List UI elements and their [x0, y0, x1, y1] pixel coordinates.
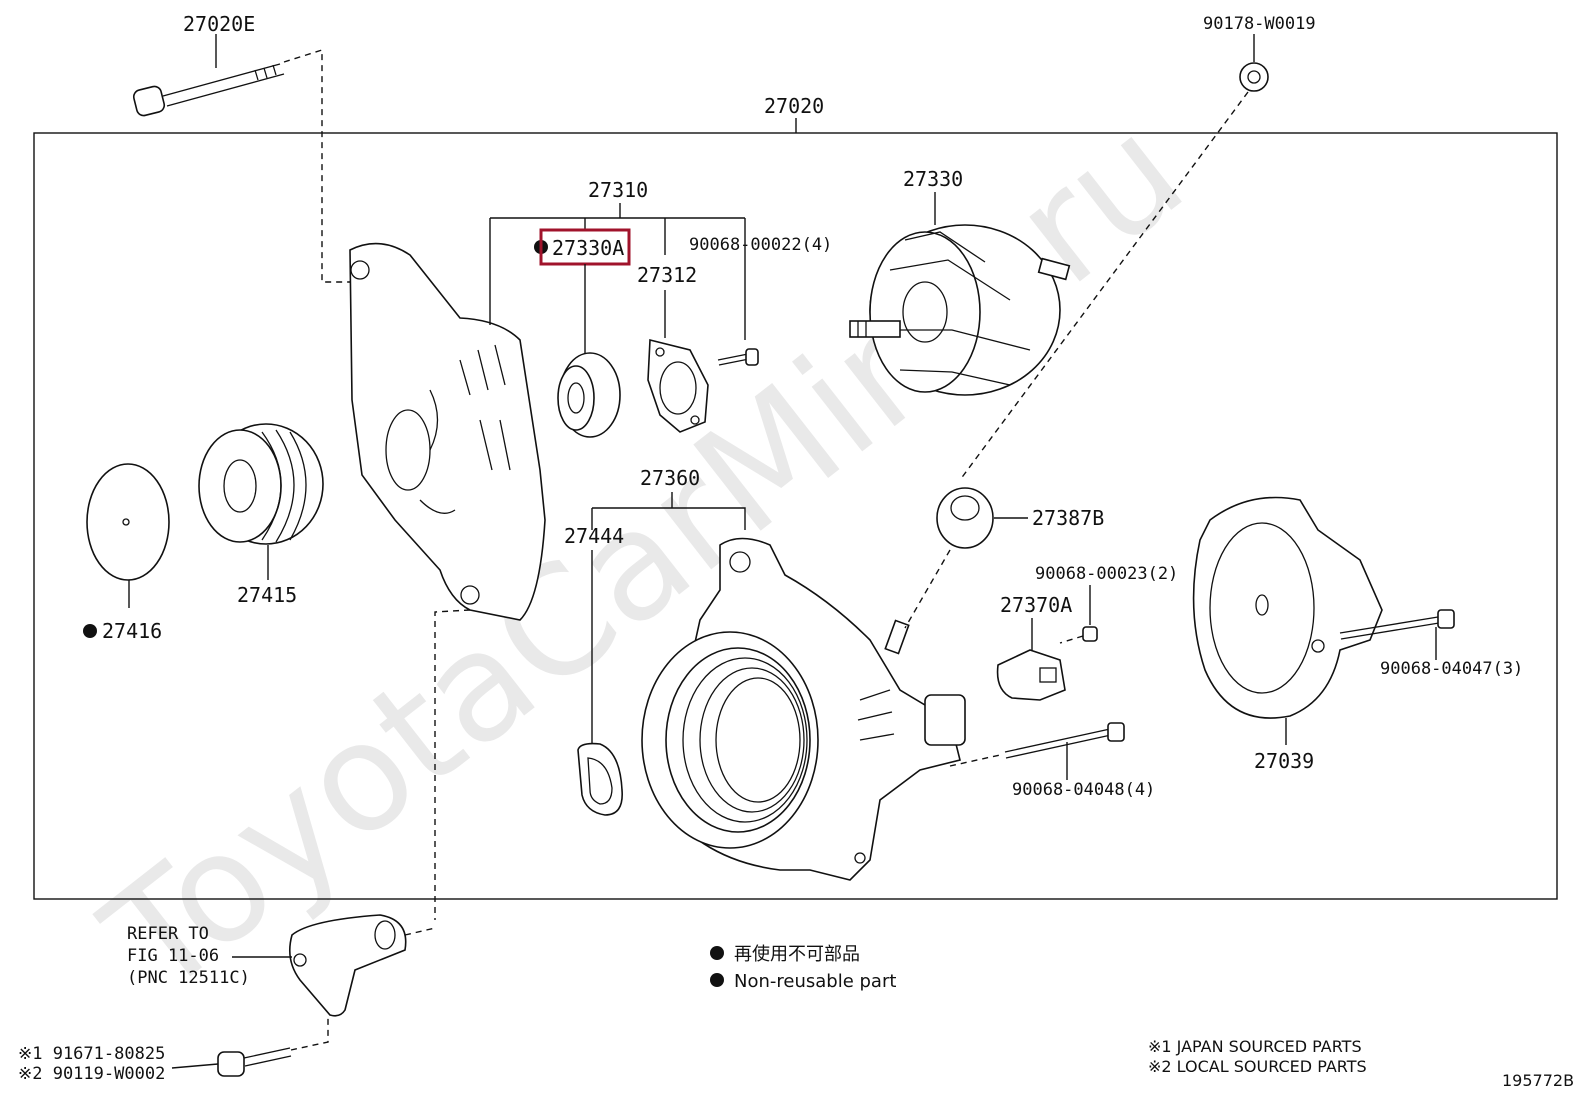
label-27020E[interactable]: 27020E	[183, 12, 255, 36]
bracket-ref	[289, 914, 407, 1017]
watermark: ToyotaCarMine.ru	[74, 84, 1215, 1028]
bolt-label-2[interactable]: ※2 90119-W0002	[18, 1064, 165, 1084]
label-90068-04048[interactable]: 90068-04048(4)	[1012, 780, 1155, 800]
screw-90068-04047	[1339, 609, 1455, 640]
nut-90178	[1239, 62, 1269, 92]
screw-90068-00023	[1059, 626, 1098, 644]
label-27310[interactable]: 27310	[588, 178, 648, 202]
label-27387B[interactable]: 27387B	[1032, 506, 1104, 530]
legend-dot-en	[710, 973, 724, 987]
screw-90068-00022	[717, 348, 759, 366]
rear-frame-27360	[641, 537, 966, 881]
legend-en: Non-reusable part	[734, 971, 896, 992]
figure-id: 195772B	[1502, 1071, 1574, 1090]
pulley-27415	[198, 423, 324, 545]
label-27039[interactable]: 27039	[1254, 749, 1314, 773]
label-27020[interactable]: 27020	[764, 94, 824, 118]
refer-line3[interactable]: (PNC 12511C)	[127, 968, 250, 988]
label-27416[interactable]: 27416	[102, 619, 162, 643]
rear-cover-27039	[1192, 496, 1383, 719]
label-27415[interactable]: 27415	[237, 583, 297, 607]
bolt-label-1[interactable]: ※1 91671-80825	[18, 1044, 165, 1064]
insulator-27387B	[936, 487, 994, 549]
bolt-90068-04048	[1004, 722, 1125, 759]
cap-27416	[86, 463, 170, 581]
refer-line1[interactable]: REFER TO	[127, 924, 209, 944]
bearing-27330A	[557, 352, 621, 438]
label-90068-00022[interactable]: 90068-00022(4)	[689, 235, 832, 255]
label-27444[interactable]: 27444	[564, 524, 624, 548]
sourcing-note-1: ※1 JAPAN SOURCED PARTS	[1148, 1037, 1362, 1056]
label-27330A[interactable]: 27330A	[552, 236, 624, 260]
label-27330[interactable]: 27330	[903, 167, 963, 191]
label-90068-04047[interactable]: 90068-04047(3)	[1380, 659, 1523, 679]
label-27360[interactable]: 27360	[640, 466, 700, 490]
legend-jp: 再使用不可部品	[734, 944, 860, 965]
plate-27312	[647, 338, 709, 433]
drive-end-frame	[349, 242, 546, 621]
label-27312[interactable]: 27312	[637, 263, 697, 287]
label-90068-00023[interactable]: 90068-00023(2)	[1035, 564, 1178, 584]
refer-line2[interactable]: FIG 11-06	[127, 946, 219, 966]
rotor-27330	[849, 224, 1071, 396]
nonreusable-dot-27416	[83, 624, 97, 638]
sourcing-note-2: ※2 LOCAL SOURCED PARTS	[1148, 1057, 1367, 1076]
bolt-91671-90119	[217, 1047, 292, 1077]
label-27370A[interactable]: 27370A	[1000, 593, 1072, 617]
brush-holder-27370A	[996, 649, 1066, 701]
legend-dot-jp	[710, 946, 724, 960]
bolt-27020E	[132, 63, 285, 117]
label-90178-W0019[interactable]: 90178-W0019	[1203, 14, 1316, 34]
seal-27444	[577, 742, 623, 816]
